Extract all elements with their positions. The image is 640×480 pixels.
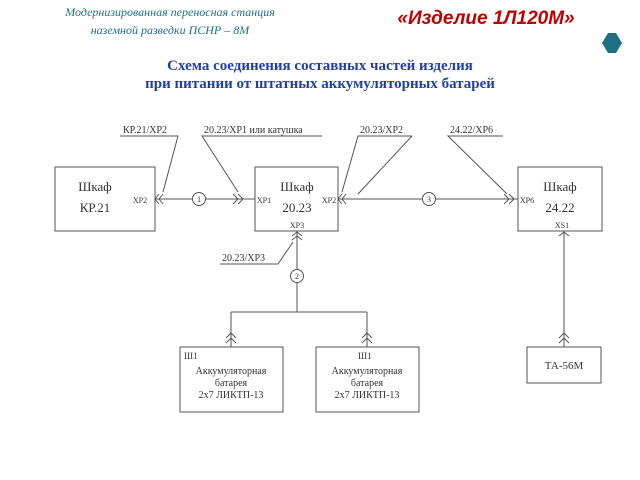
block-kr21 <box>54 166 156 232</box>
block-2422 <box>517 166 603 232</box>
cable-3-number: 3 <box>427 195 431 204</box>
battery2-line3: 2х7 ЛИКТП-13 <box>335 390 400 401</box>
connector-battery2-b <box>361 337 373 344</box>
label-2023-xp2: 20.23/ХР2 <box>360 125 403 136</box>
battery1-line3: 2х7 ЛИКТП-13 <box>199 390 264 401</box>
battery1-line2: батарея <box>215 378 248 389</box>
leader-2422-xp6 <box>446 135 508 195</box>
block-2023 <box>254 166 339 232</box>
label-2023-xp1: 20.23/ХР1 или катушка <box>204 125 303 136</box>
b2023-name: 20.23 <box>282 200 311 215</box>
leader-kr21-xp2 <box>120 135 179 193</box>
leader-2023-xp1 <box>201 135 322 193</box>
connector-2422-xp6 <box>508 193 515 205</box>
cable-2-number: 2 <box>295 272 299 281</box>
connector-2023-xp3 <box>291 231 303 237</box>
kr21-title: Шкаф <box>78 179 111 194</box>
header-subtitle-line2: наземной разведки ПСНР – 8М <box>90 23 250 37</box>
battery1-port: Ш1 <box>184 351 198 361</box>
connector-ta56m <box>558 332 570 339</box>
connector-2023-xp3-b <box>291 235 303 241</box>
connector-2422-xs1 <box>558 231 570 237</box>
block-ta56m <box>526 346 602 384</box>
connector-2023-xp2-b <box>341 193 347 205</box>
b2023-port-right: ХР2 <box>322 196 336 205</box>
connector-2422-xp6-b <box>503 193 510 205</box>
connector-battery1-b <box>225 337 237 344</box>
label-kr21-xp2: КР.21/ХР2 <box>123 125 167 136</box>
connector-battery1 <box>225 332 237 339</box>
ta56m-label: ТА-56М <box>545 360 584 372</box>
b2422-title: Шкаф <box>543 179 576 194</box>
label-2023-xp3: 20.23/ХР3 <box>222 253 265 264</box>
label-2422-xp6: 24.22/ХР6 <box>450 125 493 136</box>
cable-3-marker <box>422 192 436 206</box>
kr21-port: ХР2 <box>133 196 147 205</box>
connector-2023-xp1 <box>237 193 244 205</box>
b2023-port-bottom: ХР3 <box>290 221 304 230</box>
header-hexagon-marker <box>602 33 622 53</box>
b2422-port-bottom: XS1 <box>555 221 569 230</box>
b2023-title: Шкаф <box>280 179 313 194</box>
product-title: «Изделие 1Л120М» <box>397 8 575 29</box>
b2023-port-left: ХР1 <box>257 196 271 205</box>
connector-2023-xp2 <box>337 193 343 205</box>
battery2-line2: батарея <box>351 378 384 389</box>
connector-kr21-xp2 <box>154 193 160 205</box>
diagram-title-line1: Схема соединения составных частей издели… <box>167 58 473 74</box>
cable-1-marker <box>192 192 206 206</box>
battery2-line1: Аккумуляторная <box>332 366 403 377</box>
connector-2023-xp1-b <box>232 193 239 205</box>
leader-2023-xp3 <box>220 241 294 265</box>
b2422-port-left: ХР6 <box>520 196 534 205</box>
b2422-name: 24.22 <box>545 200 574 215</box>
connector-ta56m-b <box>558 337 570 344</box>
kr21-name: КР.21 <box>80 200 111 215</box>
leader-2023-xp2 <box>341 135 412 193</box>
header-subtitle-line1: Модернизированная переносная станция <box>65 5 275 19</box>
connector-battery2 <box>361 332 373 339</box>
connector-kr21-xp2-b <box>158 193 164 205</box>
diagram-title-line2: при питании от штатных аккумуляторных ба… <box>145 76 495 92</box>
battery1-line1: Аккумуляторная <box>196 366 267 377</box>
cable-2-marker <box>290 269 304 283</box>
cable-1-number: 1 <box>197 195 201 204</box>
leader-2023-xp2-diag <box>357 135 413 195</box>
battery2-port: Ш1 <box>358 351 372 361</box>
